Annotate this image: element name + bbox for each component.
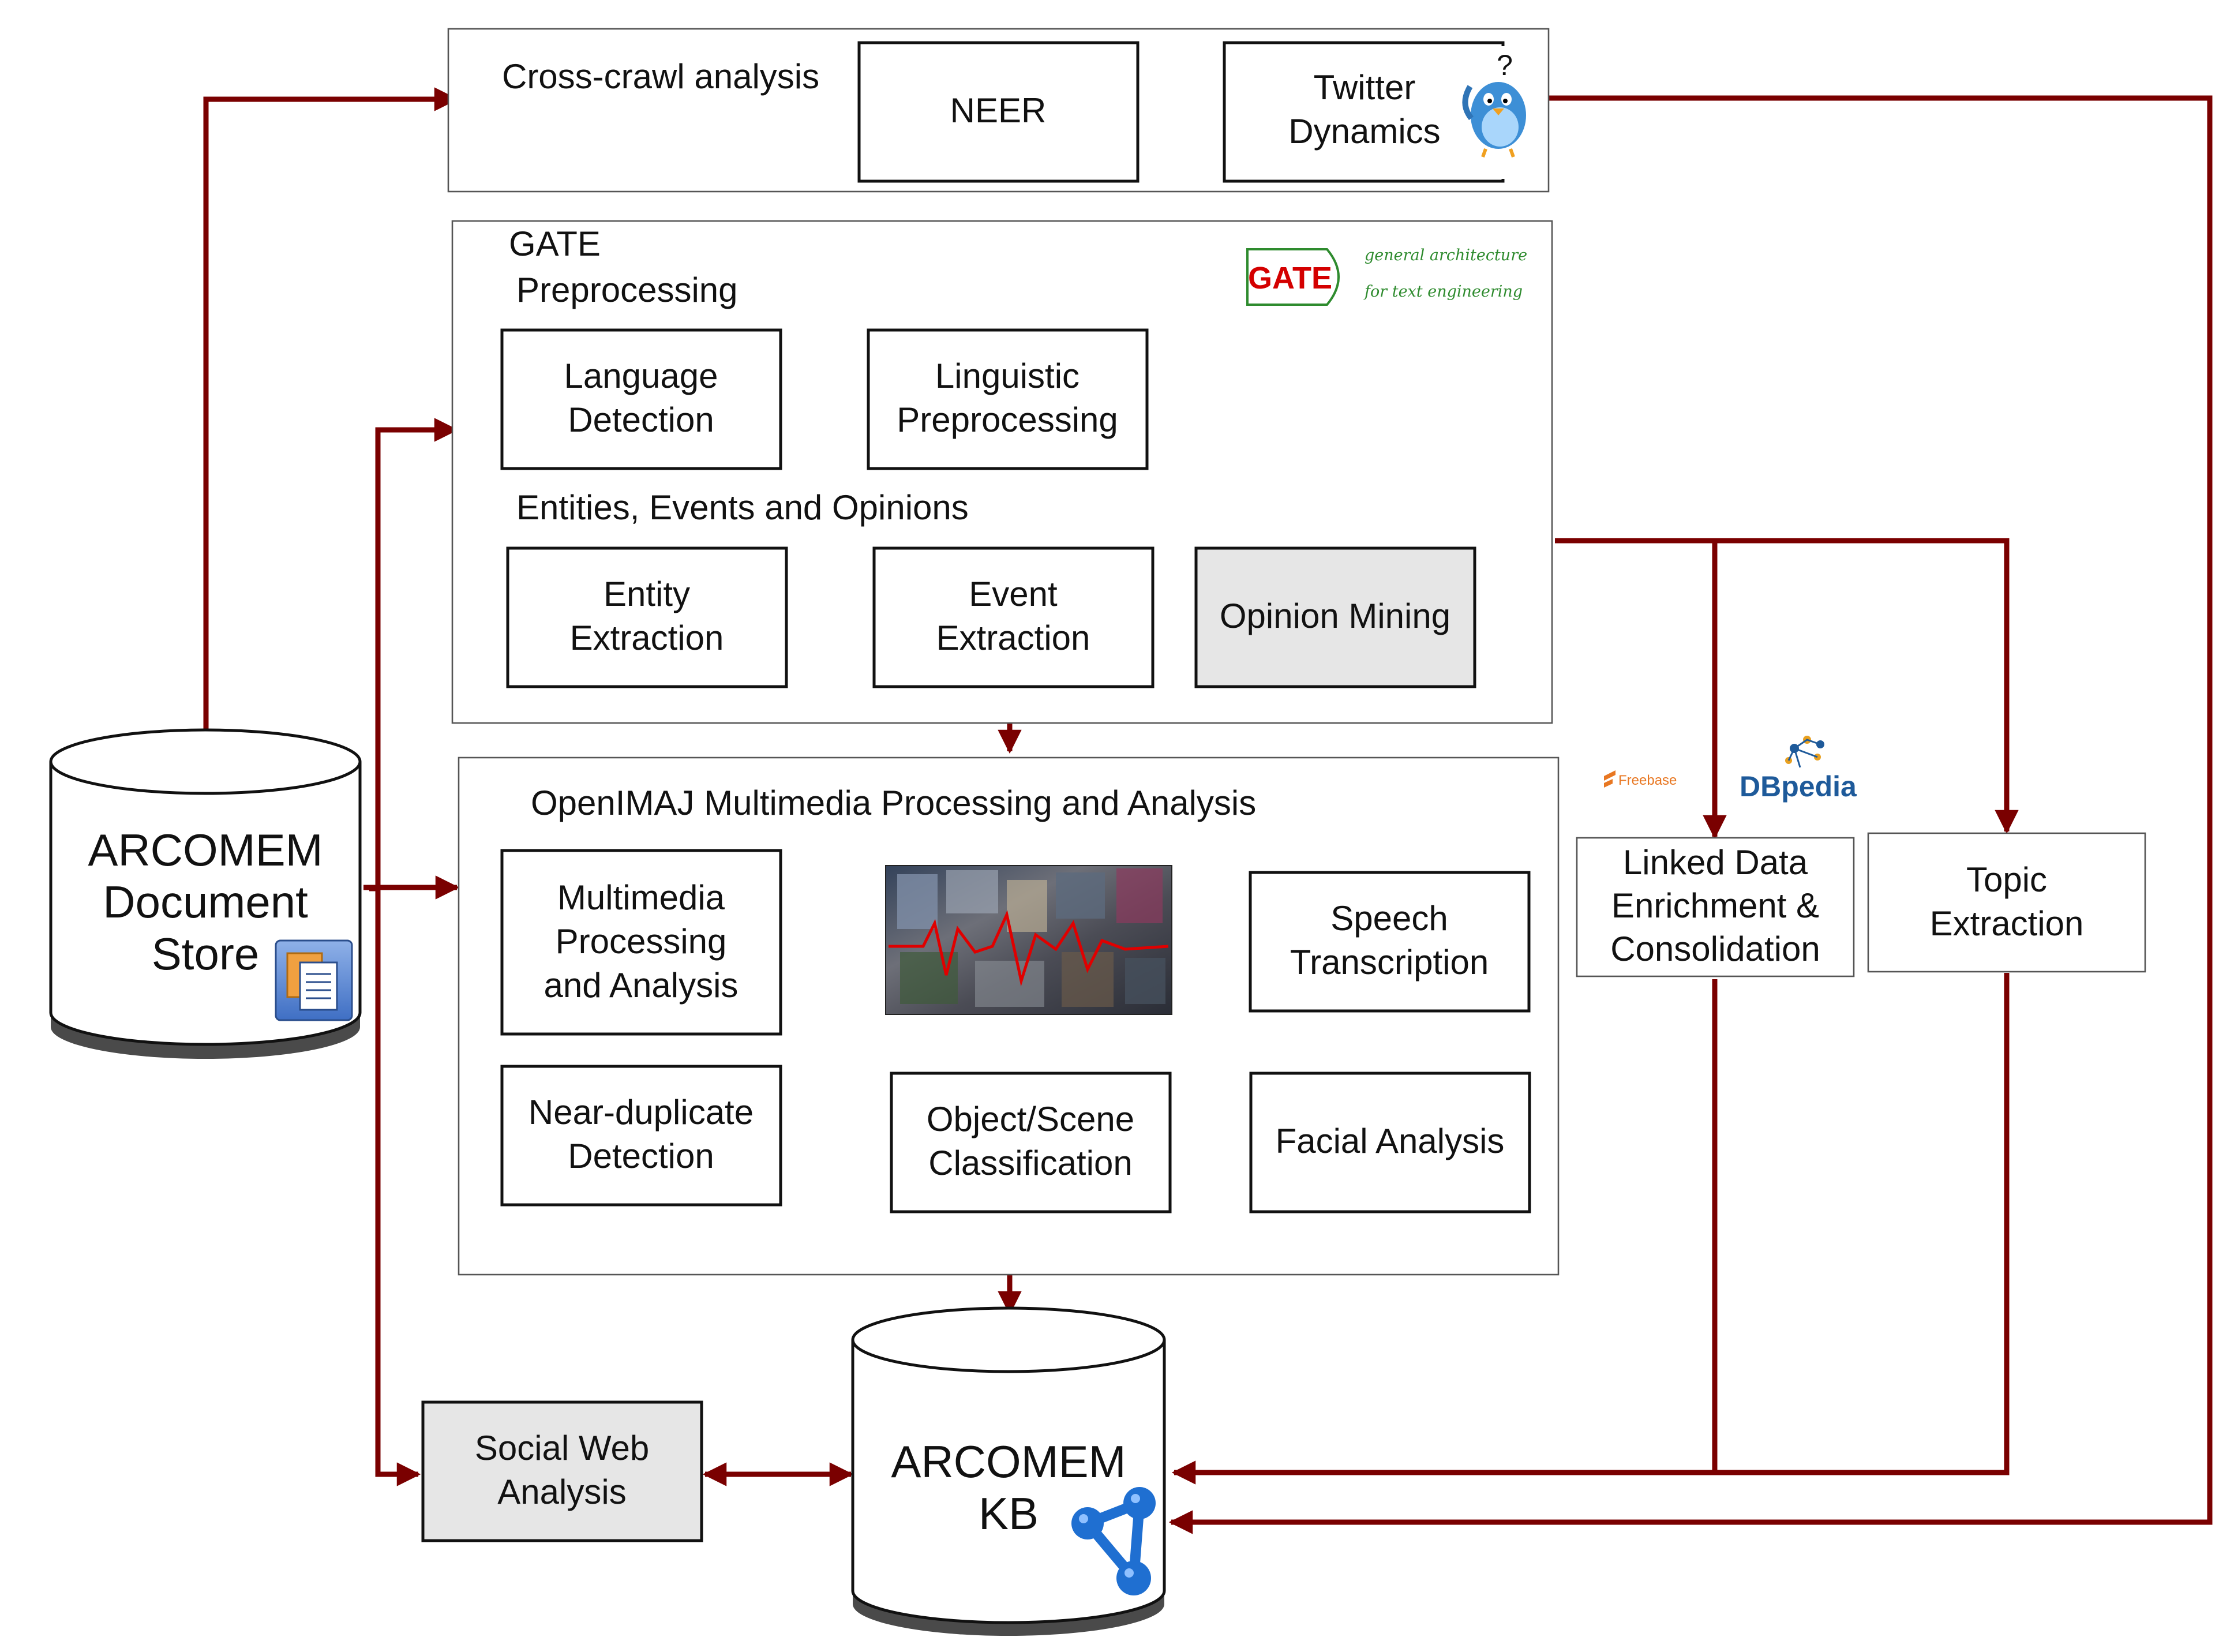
- multimedia-thumbnail: [885, 865, 1172, 1015]
- linked-data-line1: Linked Data: [1623, 843, 1808, 882]
- multimedia-line3: and Analysis: [544, 966, 739, 1005]
- entity-extraction-box[interactable]: Entity Extraction: [506, 546, 788, 688]
- topic-line2: Extraction: [1930, 904, 2084, 943]
- language-detection-line1: Language: [564, 357, 718, 395]
- twitter-bird-icon: ?: [1462, 46, 1536, 179]
- neer-box[interactable]: NEER: [857, 41, 1140, 183]
- kb-cylinder[interactable]: ARCOMEM KB: [851, 1306, 1166, 1636]
- topic-line1: Topic: [1966, 860, 2047, 899]
- social-web-line1: Social Web: [475, 1429, 649, 1467]
- doc-store-line1: ARCOMEM: [88, 825, 323, 875]
- language-detection-line2: Detection: [568, 400, 714, 439]
- gate-logo-line2: for text engineering: [1363, 283, 1523, 301]
- question-mark: ?: [1497, 49, 1513, 81]
- freebase-logo: Freebase: [1604, 770, 1677, 788]
- gate-logo-line1: general architecture: [1365, 246, 1527, 264]
- language-detection-box[interactable]: Language Detection: [500, 328, 782, 470]
- doc-store-line3: Store: [152, 928, 259, 979]
- linguistic-preprocessing-line1: Linguistic: [935, 357, 1079, 395]
- gate-panel: GATE Preprocessing GATE general architec…: [451, 220, 1553, 724]
- openimaj-panel: OpenIMAJ Multimedia Processing and Analy…: [458, 756, 1560, 1276]
- arrow-twitter-to-kb: [1168, 95, 2213, 1534]
- crosscrawl-panel: Cross-crawl analysis NEER Twitter Dynami…: [447, 28, 1550, 193]
- neer-label: NEER: [950, 91, 1047, 130]
- arrow-docstore-to-crosscrawl: [203, 87, 459, 733]
- event-extraction-line1: Event: [969, 575, 1058, 613]
- linked-data-line3: Consolidation: [1610, 930, 1820, 968]
- linguistic-preprocessing-box[interactable]: Linguistic Preprocessing: [867, 328, 1149, 470]
- opinion-mining-box[interactable]: Opinion Mining: [1194, 546, 1476, 688]
- speech-transcription-box[interactable]: Speech Transcription: [1249, 871, 1531, 1013]
- entities-events-opinions-heading: Entities, Events and Opinions: [516, 488, 969, 527]
- gate-preprocessing-heading: Preprocessing: [516, 271, 738, 309]
- gate-logo-word: GATE: [1248, 261, 1332, 295]
- object-scene-line2: Classification: [928, 1144, 1132, 1182]
- object-scene-line1: Object/Scene: [927, 1100, 1134, 1138]
- openimaj-title: OpenIMAJ Multimedia Processing and Analy…: [531, 784, 1256, 822]
- multimedia-line2: Processing: [556, 922, 727, 961]
- arrow-gate-to-linkeddata: [1555, 538, 1727, 840]
- opinion-mining-label: Opinion Mining: [1220, 597, 1450, 635]
- freebase-label: Freebase: [1618, 773, 1677, 788]
- near-duplicate-line2: Detection: [568, 1137, 714, 1175]
- dbpedia-logo: DBpedia: [1740, 736, 1857, 803]
- linguistic-preprocessing-line2: Preprocessing: [897, 400, 1118, 439]
- arrow-topic-to-kb: [1715, 973, 2010, 1475]
- twitter-dynamics-box[interactable]: Twitter Dynamics ?: [1223, 41, 1536, 183]
- twitter-dynamics-line1: Twitter: [1314, 68, 1416, 107]
- multimedia-line1: Multimedia: [557, 878, 725, 917]
- facial-analysis-box[interactable]: Facial Analysis: [1249, 1072, 1531, 1213]
- gate-title: GATE: [509, 224, 601, 263]
- entity-extraction-line1: Entity: [604, 575, 690, 613]
- linked-data-box[interactable]: Linked Data Enrichment & Consolidation: [1576, 837, 1855, 977]
- near-duplicate-line1: Near-duplicate: [528, 1093, 754, 1132]
- document-store-cylinder[interactable]: ARCOMEM Document Store: [49, 728, 362, 1059]
- crosscrawl-title: Cross-crawl analysis: [502, 57, 819, 96]
- connector-arrows: [203, 87, 2213, 1534]
- twitter-dynamics-line2: Dynamics: [1288, 112, 1440, 151]
- kb-line2: KB: [979, 1488, 1039, 1539]
- event-extraction-box[interactable]: Event Extraction: [872, 546, 1155, 688]
- entity-extraction-line2: Extraction: [570, 619, 724, 657]
- object-scene-box[interactable]: Object/Scene Classification: [890, 1072, 1172, 1213]
- arrow-gate-to-topic: [1715, 538, 2019, 834]
- multimedia-processing-box[interactable]: Multimedia Processing and Analysis: [500, 849, 782, 1036]
- social-web-box[interactable]: Social Web Analysis: [421, 1400, 703, 1542]
- speech-line1: Speech: [1330, 899, 1448, 938]
- social-web-line2: Analysis: [497, 1473, 626, 1511]
- doc-store-line2: Document: [103, 876, 308, 927]
- arrow-docstore-to-gate: [369, 418, 459, 891]
- facial-analysis-label: Facial Analysis: [1276, 1122, 1505, 1160]
- topic-extraction-box[interactable]: Topic Extraction: [1867, 832, 2146, 973]
- arrow-docstore-to-socialweb: [375, 889, 421, 1486]
- dbpedia-label: DBpedia: [1740, 770, 1857, 803]
- speech-line2: Transcription: [1290, 943, 1489, 982]
- near-duplicate-box[interactable]: Near-duplicate Detection: [500, 1065, 782, 1207]
- network-graph-icon: [1071, 1487, 1156, 1595]
- event-extraction-line2: Extraction: [936, 619, 1090, 657]
- kb-line1: ARCOMEM: [891, 1436, 1126, 1487]
- gate-logo: GATE general architecture for text engin…: [1246, 246, 1527, 306]
- linked-data-line2: Enrichment &: [1611, 886, 1819, 925]
- documents-icon: [275, 939, 353, 1021]
